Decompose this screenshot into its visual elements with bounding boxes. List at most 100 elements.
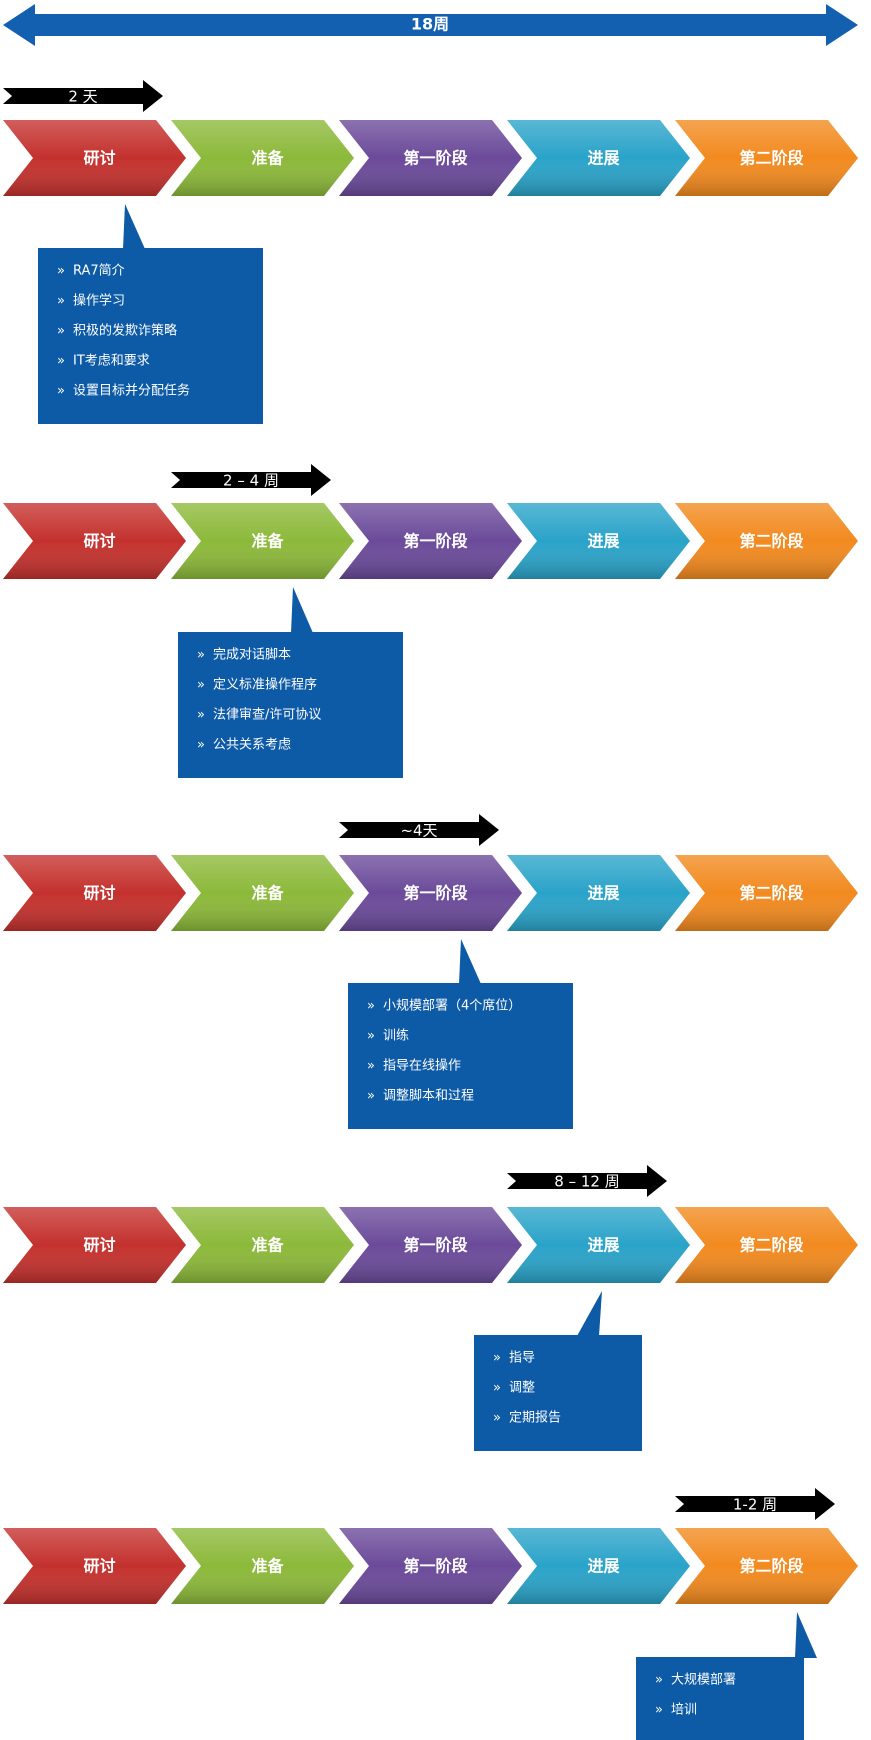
- bullet-text: 训练: [383, 1029, 409, 1044]
- phase-label: 研讨: [83, 1236, 115, 1255]
- phase-label: 进展: [587, 532, 620, 551]
- bullet-item: »法律审查/许可协议: [197, 708, 321, 723]
- bullet-text: 指导在线操作: [383, 1058, 461, 1074]
- callout: »小规模部署（4个席位）»训练»指导在线操作»调整脚本和过程: [348, 939, 573, 1129]
- callout-box: [474, 1335, 642, 1451]
- double-chevron-icon: »: [655, 1673, 663, 1688]
- callout-box: [178, 632, 403, 778]
- phase-label: 第一阶段: [403, 149, 468, 168]
- bullet-item: » 指导: [493, 1351, 535, 1366]
- duration-label: 1-2 周: [733, 1496, 777, 1514]
- chevron-shading: [675, 1207, 858, 1283]
- bullet-item: » 定期报告: [493, 1411, 561, 1426]
- phase-chevron: 进展: [507, 1207, 690, 1283]
- chevron-shading: [339, 855, 522, 931]
- phase-row: 研讨准备第一阶段进展第二阶段1-2 周»大规模部署»培训: [3, 1488, 858, 1740]
- duration-arrow: ~4天: [339, 814, 499, 846]
- callout-box: [38, 248, 263, 424]
- chevron-shading: [507, 1528, 690, 1604]
- bullet-item: »训练: [367, 1029, 409, 1044]
- phase-label: 第二阶段: [739, 1557, 804, 1576]
- double-chevron-icon: »: [367, 1059, 375, 1074]
- double-chevron-icon: »: [493, 1351, 501, 1366]
- bullet-item: »完成对话脚本: [197, 647, 291, 663]
- bullet-text: 定期报告: [509, 1411, 561, 1426]
- chevron-shading: [3, 503, 186, 579]
- double-chevron-icon: »: [493, 1411, 501, 1426]
- phase-chevron: 第二阶段: [675, 1528, 858, 1604]
- phase-chevron: 第一阶段: [339, 120, 522, 196]
- duration-label: 2 天: [68, 88, 97, 106]
- phase-chevron: 准备: [171, 120, 354, 196]
- bullet-text: 调整: [509, 1381, 535, 1396]
- phase-row: 研讨准备第一阶段进展第二阶段~4天»小规模部署（4个席位）»训练»指导在线操作»…: [3, 814, 858, 1129]
- phase-label: 进展: [587, 149, 620, 168]
- chevron-shading: [339, 120, 522, 196]
- bullet-text: 小规模部署（4个席位）: [383, 998, 521, 1014]
- duration-arrow-shape: [675, 1488, 835, 1520]
- double-chevron-icon: »: [493, 1381, 501, 1396]
- chevron-shading: [171, 1207, 354, 1283]
- callout-pointer: [577, 1291, 602, 1336]
- chevron-shading: [171, 855, 354, 931]
- chevron-shading: [3, 1528, 186, 1604]
- chevron-shading: [675, 503, 858, 579]
- phase-label: 第一阶段: [403, 1236, 468, 1255]
- phase-chevron: 进展: [507, 855, 690, 931]
- phase-chevron: 第一阶段: [339, 1207, 522, 1283]
- bullet-item: »设置目标并分配任务: [57, 383, 190, 399]
- phase-chevron: 准备: [171, 503, 354, 579]
- phase-chevron: 研讨: [3, 1528, 186, 1604]
- callout-pointer: [291, 587, 313, 633]
- chevron-shading: [171, 503, 354, 579]
- bullet-item: » 小规模部署（4个席位）: [367, 998, 521, 1014]
- bullet-text: 指导: [509, 1351, 535, 1366]
- duration-arrow: 2 – 4 周: [171, 464, 331, 496]
- phase-label: 研讨: [83, 1557, 115, 1576]
- chevron-shading: [171, 120, 354, 196]
- phase-label: 第二阶段: [739, 884, 804, 903]
- double-chevron-icon: »: [367, 999, 375, 1014]
- bullet-item: » 调整: [493, 1381, 535, 1396]
- phase-chevron: 进展: [507, 120, 690, 196]
- phase-chevron: 准备: [171, 1528, 354, 1604]
- duration-arrow-shape: [3, 80, 163, 112]
- bullet-text: 公共关系考虑: [213, 738, 291, 753]
- chevron-shading: [675, 1528, 858, 1604]
- chevron-shading: [507, 855, 690, 931]
- double-chevron-icon: »: [367, 1089, 375, 1104]
- chevron-shading: [675, 120, 858, 196]
- phase-label: 研讨: [83, 884, 115, 903]
- callout: »大规模部署»培训: [636, 1612, 817, 1740]
- duration-arrow-shape: [339, 814, 499, 846]
- chevron-shading: [3, 855, 186, 931]
- phase-label: 准备: [251, 1557, 284, 1576]
- double-chevron-icon: »: [197, 648, 205, 663]
- phase-chevron: 第一阶段: [339, 855, 522, 931]
- chevron-shading: [339, 503, 522, 579]
- phase-chevron: 研讨: [3, 503, 186, 579]
- callout-pointer: [123, 204, 145, 249]
- phase-chevron: 第一阶段: [339, 1528, 522, 1604]
- phase-label: 第一阶段: [403, 532, 468, 551]
- phase-chevron: 研讨: [3, 1207, 186, 1283]
- chevron-shading: [507, 1207, 690, 1283]
- callout-pointer: [795, 1612, 817, 1658]
- phase-chevron: 进展: [507, 503, 690, 579]
- phase-chevron: 第二阶段: [675, 855, 858, 931]
- phase-label: 第一阶段: [403, 1557, 468, 1576]
- phase-label: 准备: [251, 532, 284, 551]
- phase-label: 进展: [587, 1236, 620, 1255]
- callout: »RA7简介»操作学习»积极的发欺诈策略»IT考虑和要求»设置目标并分配任务: [38, 204, 263, 424]
- phase-chevron: 第二阶段: [675, 503, 858, 579]
- callout: »完成对话脚本»定义标准操作程序»法律审查/许可协议»公共关系考虑: [178, 587, 403, 778]
- phase-chevron: 第二阶段: [675, 1207, 858, 1283]
- callout-pointer: [459, 939, 481, 984]
- phase-row: 研讨准备第一阶段进展第二阶段2 – 4 周»完成对话脚本»定义标准操作程序»法律…: [3, 464, 858, 778]
- phase-label: 研讨: [83, 149, 115, 168]
- double-chevron-icon: »: [197, 678, 205, 693]
- total-duration-label: 18周: [411, 15, 449, 34]
- bullet-item: »RA7简介: [57, 263, 125, 279]
- double-chevron-icon: »: [57, 354, 65, 369]
